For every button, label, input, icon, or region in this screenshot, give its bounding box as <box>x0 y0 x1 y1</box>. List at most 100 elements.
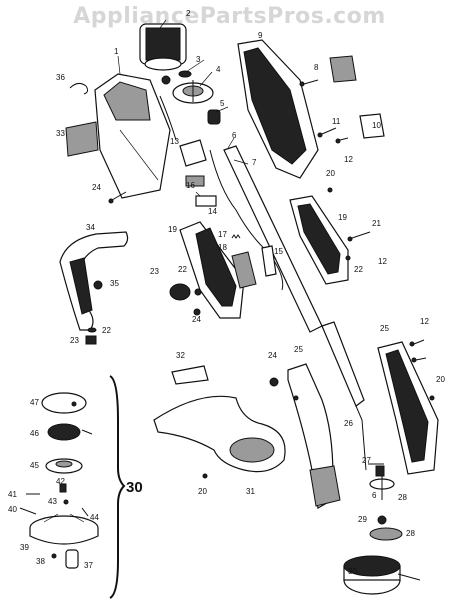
pinion-gear-part[interactable] <box>161 75 171 85</box>
callout-23a: 23 <box>150 267 159 276</box>
screw-part-11[interactable] <box>317 127 337 138</box>
callout-17: 17 <box>218 230 227 239</box>
washer-part-29[interactable] <box>377 515 387 525</box>
spool-hub-part-45[interactable] <box>45 458 83 474</box>
callout-20c: 20 <box>198 487 207 496</box>
screw-part-24b[interactable] <box>193 308 201 316</box>
callout-21: 21 <box>372 219 381 228</box>
callout-19b: 19 <box>338 213 347 222</box>
switch-part[interactable] <box>159 95 207 167</box>
screw-part-12b[interactable] <box>409 339 425 347</box>
callout-33: 33 <box>56 129 65 138</box>
callout-6: 6 <box>232 131 237 140</box>
screw-part-24[interactable] <box>108 191 127 204</box>
callout-24b: 24 <box>192 315 201 324</box>
terminal-part-14[interactable] <box>195 195 217 207</box>
label-part[interactable] <box>65 121 99 157</box>
cord-part-6[interactable] <box>209 149 284 291</box>
washer-part[interactable] <box>178 70 192 78</box>
knob-part-35[interactable] <box>93 280 103 290</box>
spool-housing-part-39[interactable] <box>29 513 99 545</box>
leader-lines <box>117 19 249 197</box>
washer-part-24c[interactable] <box>269 377 279 387</box>
shaft-part-26[interactable] <box>321 321 367 471</box>
assembly-label-30: 30 <box>126 479 143 496</box>
callout-22c: 22 <box>102 326 111 335</box>
screw-part-21[interactable] <box>347 231 371 242</box>
lock-part-18[interactable] <box>231 251 257 289</box>
label-part-32[interactable] <box>171 365 209 385</box>
callout-46: 46 <box>30 429 39 438</box>
lower-handle-part-25[interactable] <box>377 341 439 475</box>
housing-left-part[interactable] <box>94 73 171 199</box>
screw-part-24d[interactable] <box>293 395 299 401</box>
callout-47: 47 <box>30 398 39 407</box>
motor-part[interactable] <box>139 23 187 71</box>
terminal-part-16[interactable] <box>185 175 205 187</box>
callout-4: 4 <box>216 65 221 74</box>
washer-part-22c[interactable] <box>345 255 351 261</box>
guard-part-31[interactable] <box>153 395 286 473</box>
screw-part-20c[interactable] <box>202 473 208 479</box>
lower-housing-part-25[interactable] <box>287 363 341 509</box>
knob-part-23[interactable] <box>169 283 191 301</box>
callout-32: 32 <box>176 351 185 360</box>
callout-28b: 28 <box>406 529 415 538</box>
cord-clip-part[interactable] <box>69 82 89 95</box>
gear-part[interactable] <box>172 80 214 104</box>
hub-part-28b[interactable] <box>369 527 403 541</box>
callout-13: 13 <box>170 137 179 146</box>
part-42[interactable] <box>59 483 67 493</box>
callout-6b: 6 <box>372 491 377 500</box>
label-part-8[interactable] <box>329 55 357 83</box>
callout-25a: 25 <box>294 345 303 354</box>
callout-29: 29 <box>358 515 367 524</box>
callout-1: 1 <box>114 47 119 56</box>
spindle-part-27[interactable] <box>368 463 385 477</box>
handle-part[interactable] <box>59 231 129 331</box>
trigger-part-15[interactable] <box>261 245 277 277</box>
screw-part-8[interactable] <box>299 79 319 87</box>
label-part-10[interactable] <box>359 113 385 139</box>
part-44[interactable] <box>81 507 89 517</box>
screw-part-12[interactable] <box>335 137 349 144</box>
spool-cap-part-47[interactable] <box>41 392 87 414</box>
washer-part-22b[interactable] <box>194 288 202 296</box>
spool-assembly-part-30[interactable] <box>343 555 421 595</box>
housing-right-part[interactable] <box>237 39 319 179</box>
callout-37: 37 <box>84 561 93 570</box>
part-40[interactable] <box>19 507 37 515</box>
callout-10: 10 <box>372 121 381 130</box>
callout-2: 2 <box>186 9 191 18</box>
callout-27: 27 <box>362 456 371 465</box>
screw-part-20b[interactable] <box>429 395 435 401</box>
callout-30: 30 <box>348 567 357 576</box>
handle-half-part-19b[interactable] <box>289 195 349 285</box>
callout-12c: 12 <box>420 317 429 326</box>
callout-20b: 20 <box>436 375 445 384</box>
callout-25b: 25 <box>380 324 389 333</box>
bearing-part[interactable] <box>207 109 221 125</box>
callout-24c: 24 <box>268 351 277 360</box>
callout-22a: 22 <box>178 265 187 274</box>
callout-9: 9 <box>258 31 263 40</box>
callout-22b: 22 <box>354 265 363 274</box>
callout-12a: 12 <box>344 155 353 164</box>
screw-part-20[interactable] <box>327 187 333 193</box>
callout-7: 7 <box>252 158 257 167</box>
callout-35: 35 <box>110 279 119 288</box>
callout-19a: 19 <box>168 225 177 234</box>
callout-labels: 1 2 3 4 5 6 7 8 9 10 11 12 12 12 13 14 1… <box>8 9 445 576</box>
washer-part-22[interactable] <box>87 327 97 333</box>
spring-part-17[interactable] <box>231 234 241 239</box>
callout-16: 16 <box>186 181 195 190</box>
screw-part-12c[interactable] <box>411 357 427 363</box>
callout-20a: 20 <box>326 169 335 178</box>
nut-part-23[interactable] <box>85 335 97 345</box>
bump-knob-part-37[interactable] <box>65 549 79 569</box>
part-38[interactable] <box>51 553 57 559</box>
spool-part-46[interactable] <box>47 423 93 441</box>
callout-34: 34 <box>86 223 95 232</box>
part-43[interactable] <box>63 499 69 505</box>
